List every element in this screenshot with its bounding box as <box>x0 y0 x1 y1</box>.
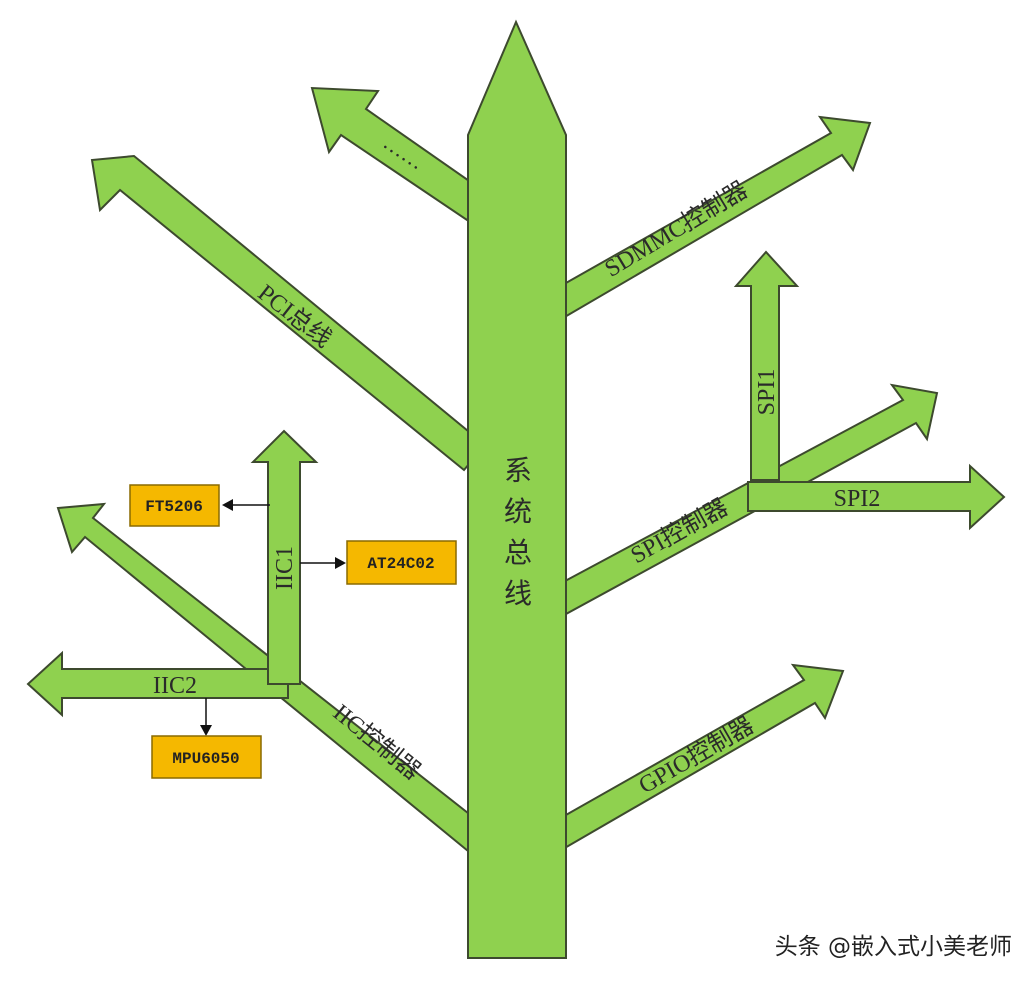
pci-bus-branch: PCI总线 <box>90 154 487 472</box>
ft5206-device: FT5206 <box>129 484 220 527</box>
spi2-branch: SPI2 <box>747 463 1006 531</box>
ft5206-connector <box>222 499 270 511</box>
system-bus-char-2: 统 <box>504 496 532 528</box>
spi1-branch: SPI1 <box>733 250 800 481</box>
sdmmc-controller-arrow <box>548 115 872 320</box>
system-bus-trunk: 系 统 总 线 <box>467 19 567 959</box>
ft5206-box <box>129 484 220 527</box>
iic2-branch: IIC2 <box>26 650 289 718</box>
spi2-arrow <box>747 463 1006 531</box>
iic1-label: IIC1 <box>272 546 298 590</box>
system-bus-char-1: 系 <box>504 455 532 487</box>
at24c02-label: AT24C02 <box>367 555 434 573</box>
iic2-label: IIC2 <box>153 673 197 699</box>
at24c02-box <box>346 540 457 585</box>
sdmmc-controller-branch: SDMMC控制器 <box>548 115 872 320</box>
spi1-arrow <box>733 250 800 481</box>
mpu6050-label: MPU6050 <box>172 750 239 768</box>
iic2-arrow <box>26 650 289 718</box>
mpu6050-device: MPU6050 <box>151 735 262 779</box>
spi1-label: SPI1 <box>754 369 780 416</box>
iic1-branch: IIC1 <box>250 429 319 685</box>
mpu6050-connector <box>200 698 212 736</box>
system-bus-label: 系 统 总 线 <box>504 455 532 610</box>
watermark-text: 头条 @嵌入式小美老师 <box>775 934 1012 960</box>
spi-controller-arrow <box>550 383 939 616</box>
at24c02-device: AT24C02 <box>346 540 457 585</box>
mpu6050-box <box>151 735 262 779</box>
spi2-label: SPI2 <box>834 486 881 512</box>
system-bus-char-4: 线 <box>504 578 532 610</box>
gpio-controller-branch: GPIO控制器 <box>548 663 845 851</box>
at24c02-connector <box>300 557 346 569</box>
pci-bus-arrow <box>90 154 487 472</box>
system-bus-char-3: 总 <box>504 537 532 569</box>
system-bus-arrow <box>467 19 567 959</box>
gpio-controller-label: GPIO控制器 <box>634 712 758 799</box>
ellipsis-branch: …… <box>310 86 487 222</box>
gpio-controller-arrow <box>548 663 845 851</box>
sdmmc-controller-label: SDMMC控制器 <box>600 176 752 282</box>
iic1-arrow <box>250 429 319 685</box>
ellipsis-branch-arrow <box>310 86 487 222</box>
ft5206-label: FT5206 <box>145 498 203 516</box>
